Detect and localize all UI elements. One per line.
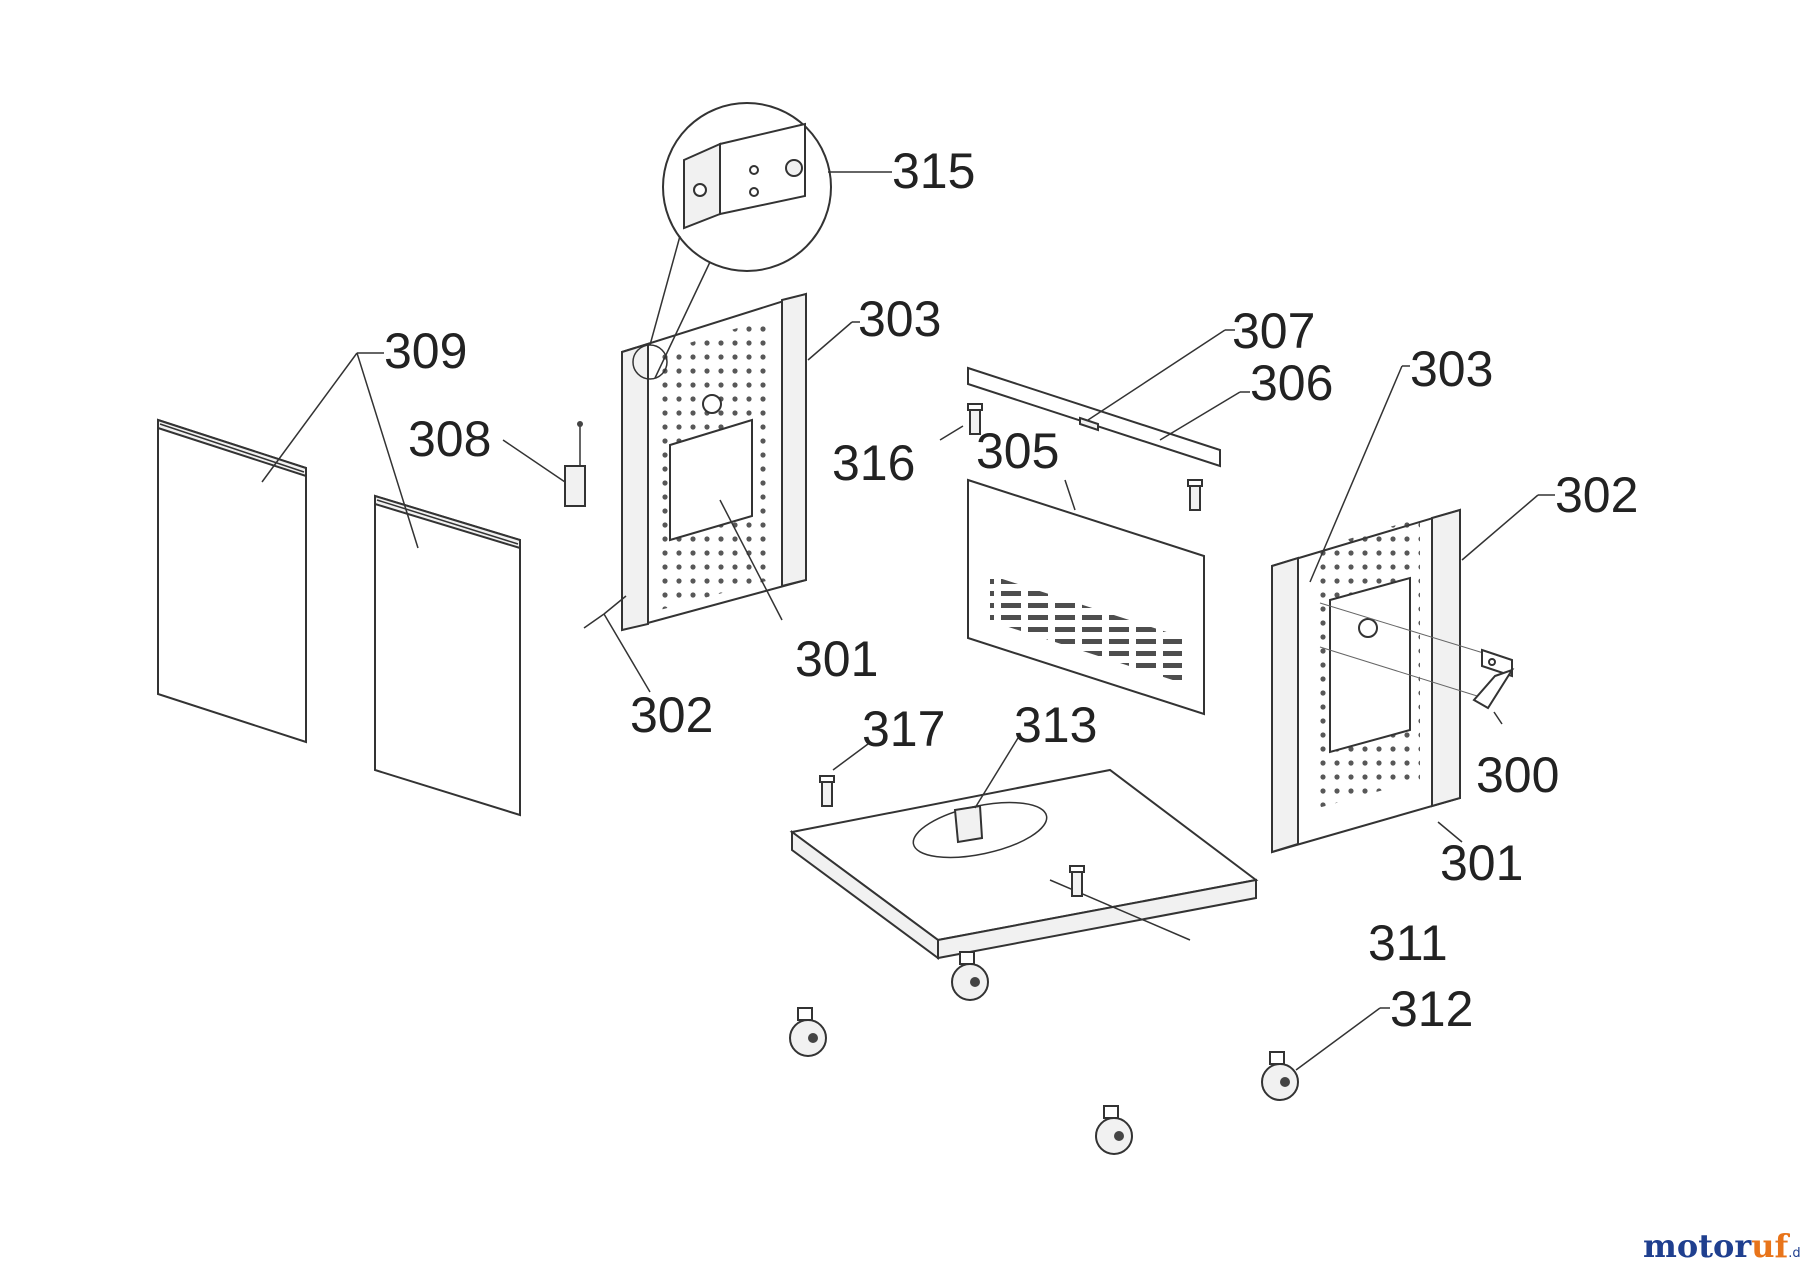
label-315: 315	[892, 143, 975, 199]
label-308: 308	[408, 411, 491, 467]
side-panel-left	[621, 292, 807, 632]
label-303-right: 303	[1410, 341, 1493, 397]
castor-wheel-4	[1095, 1105, 1133, 1155]
castor-wheel-3	[1261, 1007, 1390, 1101]
label-311: 311	[1368, 915, 1448, 971]
pin-pair-base	[819, 737, 1085, 897]
leaders-right-panel	[1309, 365, 1555, 843]
label-312: 312	[1390, 981, 1473, 1037]
leader-309	[261, 352, 419, 549]
label-307: 307	[1232, 303, 1315, 359]
hinge-bracket	[1472, 648, 1515, 725]
castor-wheel-1	[951, 951, 989, 1001]
label-302-right: 302	[1555, 467, 1638, 523]
castor-wheel-2	[789, 1007, 827, 1057]
label-306: 306	[1250, 355, 1333, 411]
watermark-logo: motoruf.de	[1643, 1227, 1800, 1265]
bracket-detail-callout	[632, 102, 892, 380]
base-plate	[789, 768, 1259, 960]
label-316: 316	[832, 435, 915, 491]
label-305: 305	[976, 423, 1059, 479]
door-latch	[502, 421, 586, 507]
label-301-left: 301	[795, 631, 878, 687]
label-300: 300	[1476, 747, 1559, 803]
label-317: 317	[862, 701, 945, 757]
label-301-right: 301	[1440, 835, 1523, 891]
label-313: 313	[1014, 697, 1097, 753]
top-rail	[967, 329, 1250, 468]
door-panel-left	[157, 418, 307, 744]
door-panel-right	[374, 494, 521, 817]
leaders-left-panel	[583, 321, 860, 693]
label-302-left: 302	[630, 687, 713, 743]
side-panel-right	[1271, 508, 1491, 854]
label-303-left: 303	[858, 291, 941, 347]
pin-pair	[939, 403, 1203, 511]
back-panel	[967, 478, 1205, 716]
label-309: 309	[384, 323, 467, 379]
